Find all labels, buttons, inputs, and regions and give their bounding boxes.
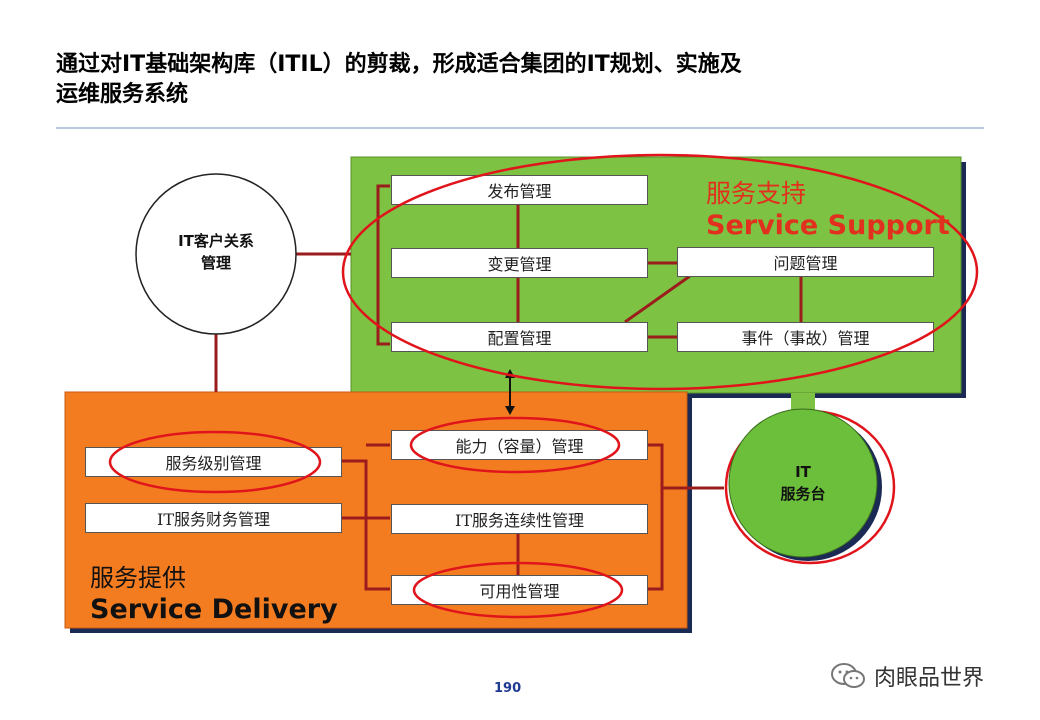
- it-continuity-management-box: IT服务连续性管理: [391, 504, 648, 534]
- service-support-title: 服务支持 Service Support: [706, 178, 950, 242]
- configuration-management-box: 配置管理: [391, 322, 648, 352]
- arrow-head-down: [505, 406, 515, 415]
- page-title: 通过对IT基础架构库（ITIL）的剪裁，形成适合集团的IT规划、实施及 运维服务…: [56, 50, 956, 110]
- service-delivery-title: 服务提供 Service Delivery: [90, 562, 338, 626]
- service-support-title-cn: 服务支持: [706, 179, 807, 208]
- service-level-management-box: 服务级别管理: [85, 447, 342, 477]
- crm-label-line-1: IT客户关系: [178, 232, 254, 250]
- wechat-icon: [831, 663, 865, 688]
- service-desk-circle: [728, 408, 878, 558]
- title-divider: [56, 127, 984, 129]
- availability-management-box: 可用性管理: [391, 575, 648, 605]
- service-desk-label: IT 服务台: [753, 461, 853, 505]
- service-support-title-en: Service Support: [706, 210, 950, 241]
- page-number: 190: [494, 681, 522, 696]
- service-delivery-title-cn: 服务提供: [90, 564, 186, 592]
- service-desk-label-line-2: 服务台: [780, 485, 826, 503]
- crm-circle: [135, 173, 297, 335]
- change-management-box: 变更管理: [391, 248, 648, 278]
- service-delivery-title-en: Service Delivery: [90, 594, 338, 625]
- watermark: 肉眼品世界: [830, 660, 984, 692]
- capacity-management-box: 能力（容量）管理: [391, 430, 648, 460]
- it-financial-management-box: IT服务财务管理: [85, 503, 342, 533]
- release-management-box: 发布管理: [391, 175, 648, 205]
- delivery-right-bracket: [648, 443, 664, 591]
- service-desk-label-line-1: IT: [795, 463, 811, 481]
- problem-management-box: 问题管理: [677, 247, 934, 277]
- crm-label: IT客户关系 管理: [146, 230, 286, 274]
- title-line-2: 运维服务系统: [56, 82, 189, 107]
- incident-management-box: 事件（事故）管理: [677, 322, 934, 352]
- delivery-left-bracket: [342, 459, 390, 591]
- title-line-1: 通过对IT基础架构库（ITIL）的剪裁，形成适合集团的IT规划、实施及: [56, 52, 742, 77]
- crm-label-line-2: 管理: [200, 254, 231, 272]
- watermark-text: 肉眼品世界: [874, 666, 985, 691]
